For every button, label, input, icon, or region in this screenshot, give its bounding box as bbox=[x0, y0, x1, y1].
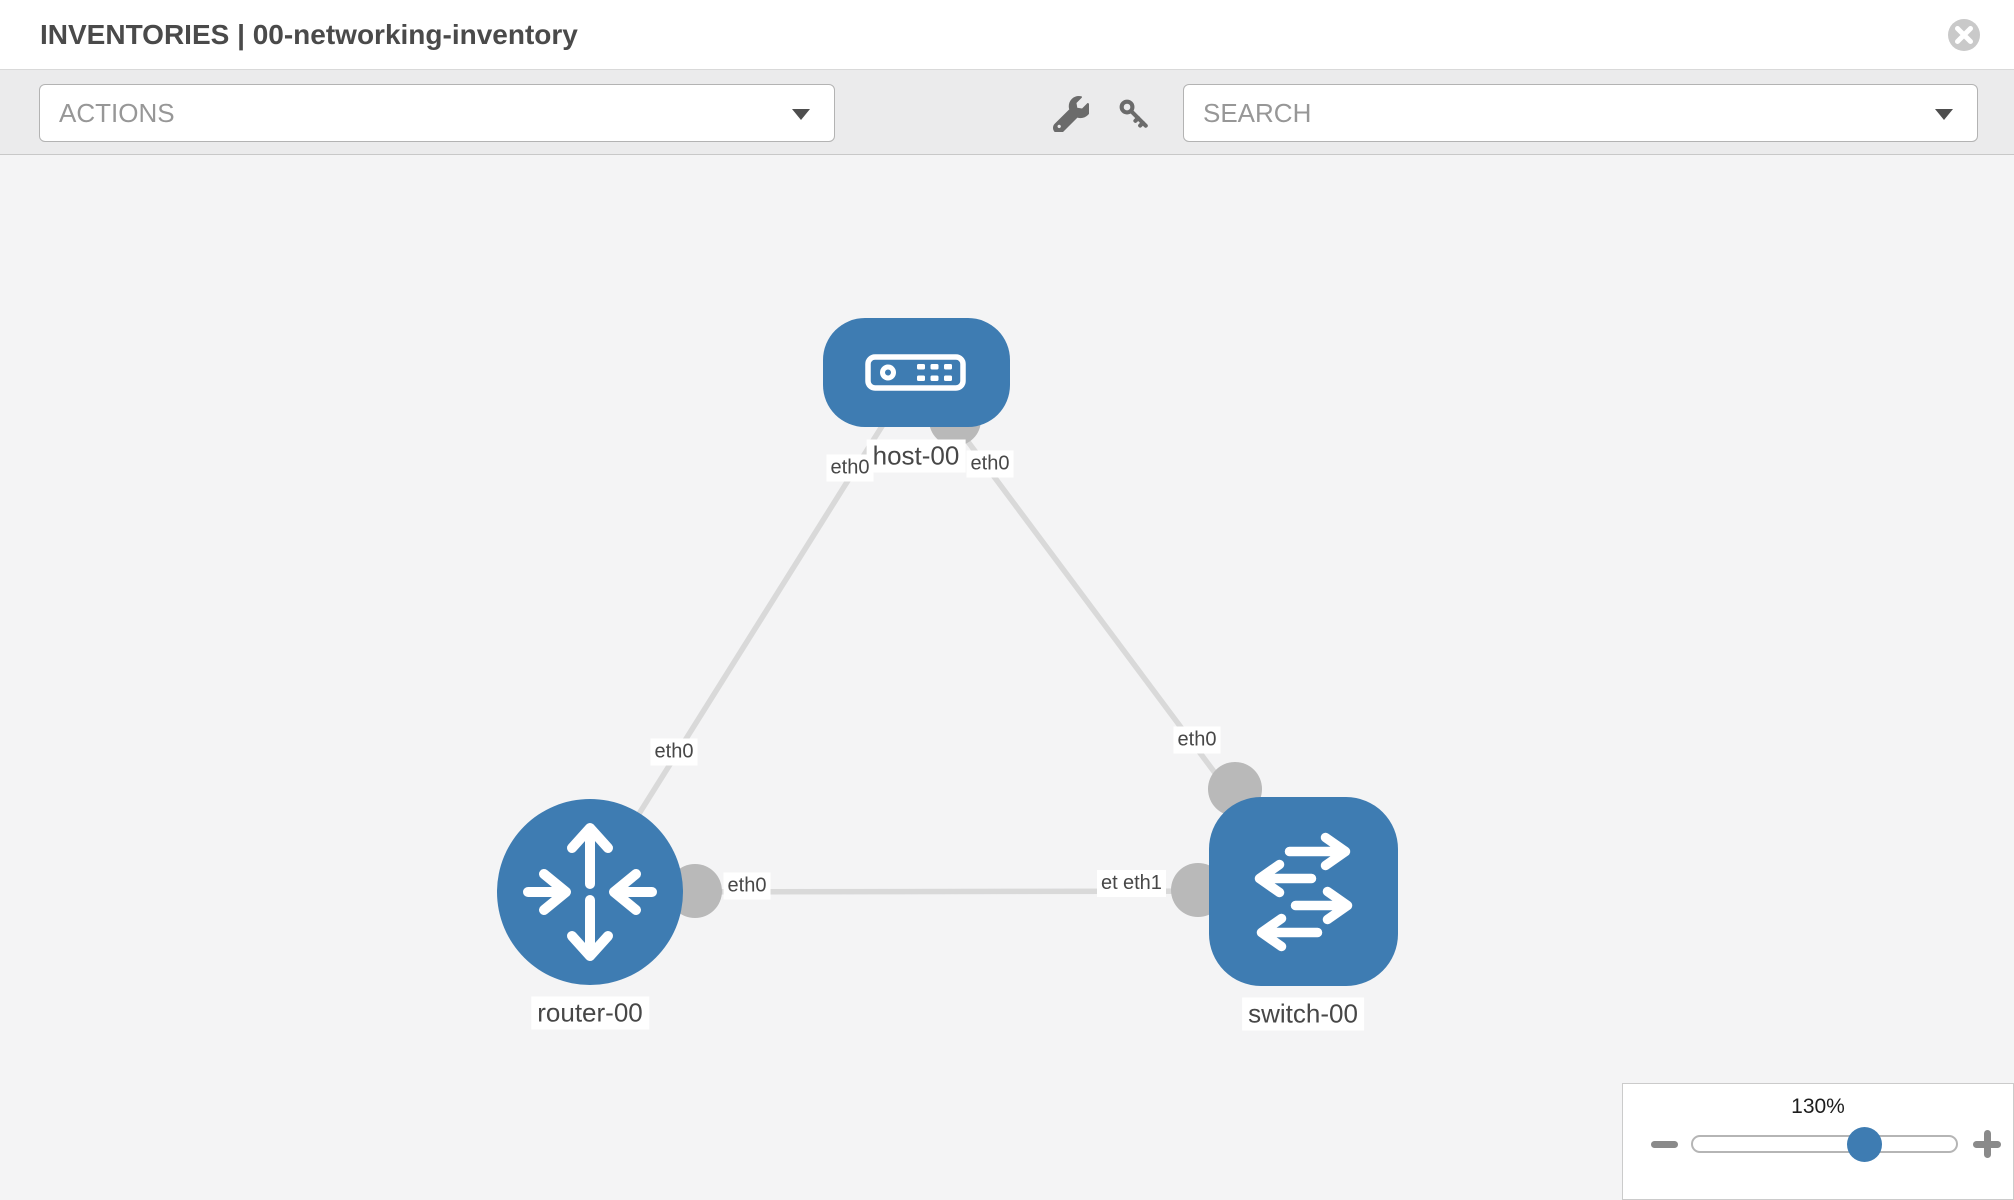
zoom-level-value: 130% bbox=[1791, 1095, 1845, 1118]
topology-canvas[interactable]: host-00 router-00 switch-00 eth0 eth0 et… bbox=[0, 155, 2014, 1200]
switch-arrows-icon bbox=[1254, 832, 1353, 952]
chevron-down-icon bbox=[792, 109, 810, 120]
topology-graph bbox=[497, 318, 1398, 986]
search-dropdown[interactable]: SEARCH bbox=[1183, 84, 1978, 142]
node-label-switch-00: switch-00 bbox=[1242, 997, 1364, 1031]
search-dropdown-label: SEARCH bbox=[1203, 98, 1312, 128]
minus-icon[interactable] bbox=[1651, 1141, 1678, 1148]
node-label-host-00: host-00 bbox=[866, 439, 966, 473]
plus-icon[interactable] bbox=[1973, 1130, 2001, 1158]
router-arrows-icon bbox=[523, 823, 657, 961]
configure-button[interactable] bbox=[1051, 95, 1091, 135]
if-label-router-eth0-to-switch: eth0 bbox=[723, 872, 771, 900]
zoom-slider-track[interactable] bbox=[1691, 1135, 1958, 1153]
key-icon bbox=[1119, 99, 1148, 128]
if-label-router-eth0-to-host: eth0 bbox=[650, 738, 698, 766]
node-router-00[interactable] bbox=[497, 799, 683, 985]
if-label-switch-eth0-to-host: eth0 bbox=[1173, 726, 1221, 754]
close-icon bbox=[1948, 19, 1980, 51]
node-switch-00[interactable] bbox=[1209, 797, 1398, 986]
zoom-slider-handle[interactable] bbox=[1847, 1127, 1882, 1162]
page-title: INVENTORIES | 00-networking-inventory bbox=[40, 19, 578, 50]
if-label-switch-eth1-to-router: eth1 bbox=[1119, 870, 1166, 897]
zoom-panel: 130% bbox=[1622, 1083, 2014, 1200]
close-button[interactable] bbox=[1946, 17, 1982, 53]
credentials-button[interactable] bbox=[1114, 95, 1154, 135]
chevron-down-icon bbox=[1935, 109, 1953, 120]
actions-dropdown[interactable]: ACTIONS bbox=[39, 84, 835, 142]
header: INVENTORIES | 00-networking-inventory bbox=[0, 0, 2014, 70]
wrench-icon bbox=[1053, 95, 1091, 134]
node-host-00[interactable] bbox=[823, 318, 1010, 427]
toolbar: ACTIONS SEARCH bbox=[0, 70, 2014, 155]
if-label-host-eth0-to-switch: eth0 bbox=[966, 450, 1014, 478]
node-label-router-00: router-00 bbox=[531, 996, 649, 1030]
actions-dropdown-label: ACTIONS bbox=[59, 98, 175, 128]
interface-connectors bbox=[668, 394, 1262, 918]
server-icon bbox=[865, 354, 966, 391]
if-label-host-eth0-to-router: eth0 bbox=[826, 454, 874, 482]
